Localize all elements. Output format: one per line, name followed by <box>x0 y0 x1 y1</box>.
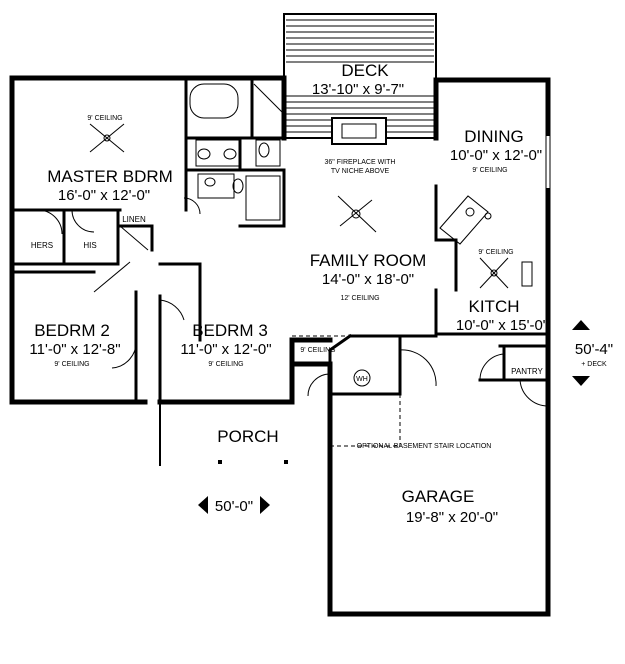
bedrm2-label: BEDRM 2 <box>34 321 110 340</box>
depth-arrow-icon <box>572 320 590 386</box>
family-ceiling: 12' CEILING <box>340 295 379 302</box>
kitchen-island <box>439 195 533 287</box>
fireplace-note-1: 36" FIREPLACE WITH <box>325 159 396 166</box>
kitchen-label: KITCH <box>469 297 520 316</box>
family-dim: 14'-0" x 18'-0" <box>322 271 414 288</box>
ceiling-fan-icon <box>479 257 509 289</box>
master-label: MASTER BDRM <box>47 167 173 186</box>
interior-walls <box>10 76 550 404</box>
bedrm2-dim: 11'-0" x 12'-8" <box>29 341 120 358</box>
exterior-walls <box>9 75 551 617</box>
bedrm3-ceiling: 9' CEILING <box>208 361 243 368</box>
kitchen-dim: 10'-0" x 15'-0" <box>456 317 548 334</box>
fireplace-icon <box>331 117 387 145</box>
kitchen-ceiling: 9' CEILING <box>478 249 513 256</box>
linen-label: LINEN <box>122 215 146 224</box>
garage-label: GARAGE <box>402 487 475 506</box>
pantry-label: PANTRY <box>511 367 543 376</box>
ceiling-fan-icon <box>89 123 125 153</box>
deck-dim: 13'-10" x 9'-7" <box>312 81 404 98</box>
bedrm3-label: BEDRM 3 <box>192 321 268 340</box>
dining-label: DINING <box>464 127 524 146</box>
bedrm2-ceiling: 9' CEILING <box>54 361 89 368</box>
garage-dim: 19'-8" x 20'-0" <box>406 509 498 526</box>
fireplace-note-2: TV NICHE ABOVE <box>331 168 390 175</box>
width-arrow-icon <box>198 496 270 514</box>
deck-boards <box>286 19 434 133</box>
depth-note: + DECK <box>581 361 607 368</box>
stair-note: OPTIONAL BASEMENT STAIR LOCATION <box>357 443 492 450</box>
master-bath-fixtures <box>189 83 283 221</box>
overall-width: 50'-0" <box>215 498 253 515</box>
overall-depth: 50'-4" <box>575 341 613 358</box>
master-dim: 16'-0" x 12'-0" <box>58 187 150 204</box>
deck-label: DECK <box>341 61 389 80</box>
his-closet-label: HIS <box>83 241 96 250</box>
door-swings <box>37 136 550 407</box>
hall-ceiling: 9' CEILING <box>300 347 335 354</box>
master-ceiling: 9' CEILING <box>87 115 122 122</box>
family-label: FAMILY ROOM <box>310 251 427 270</box>
water-heater-label: WH <box>356 376 368 383</box>
dining-ceiling: 9' CEILING <box>472 167 507 174</box>
dining-dim: 10'-0" x 12'-0" <box>450 147 542 164</box>
hers-closet-label: HERS <box>31 241 53 250</box>
bedrm3-dim: 11'-0" x 12'-0" <box>180 341 271 358</box>
porch-label: PORCH <box>217 427 278 446</box>
ceiling-fan-icon <box>337 195 377 233</box>
porch <box>159 402 288 466</box>
stair-location <box>330 369 401 447</box>
